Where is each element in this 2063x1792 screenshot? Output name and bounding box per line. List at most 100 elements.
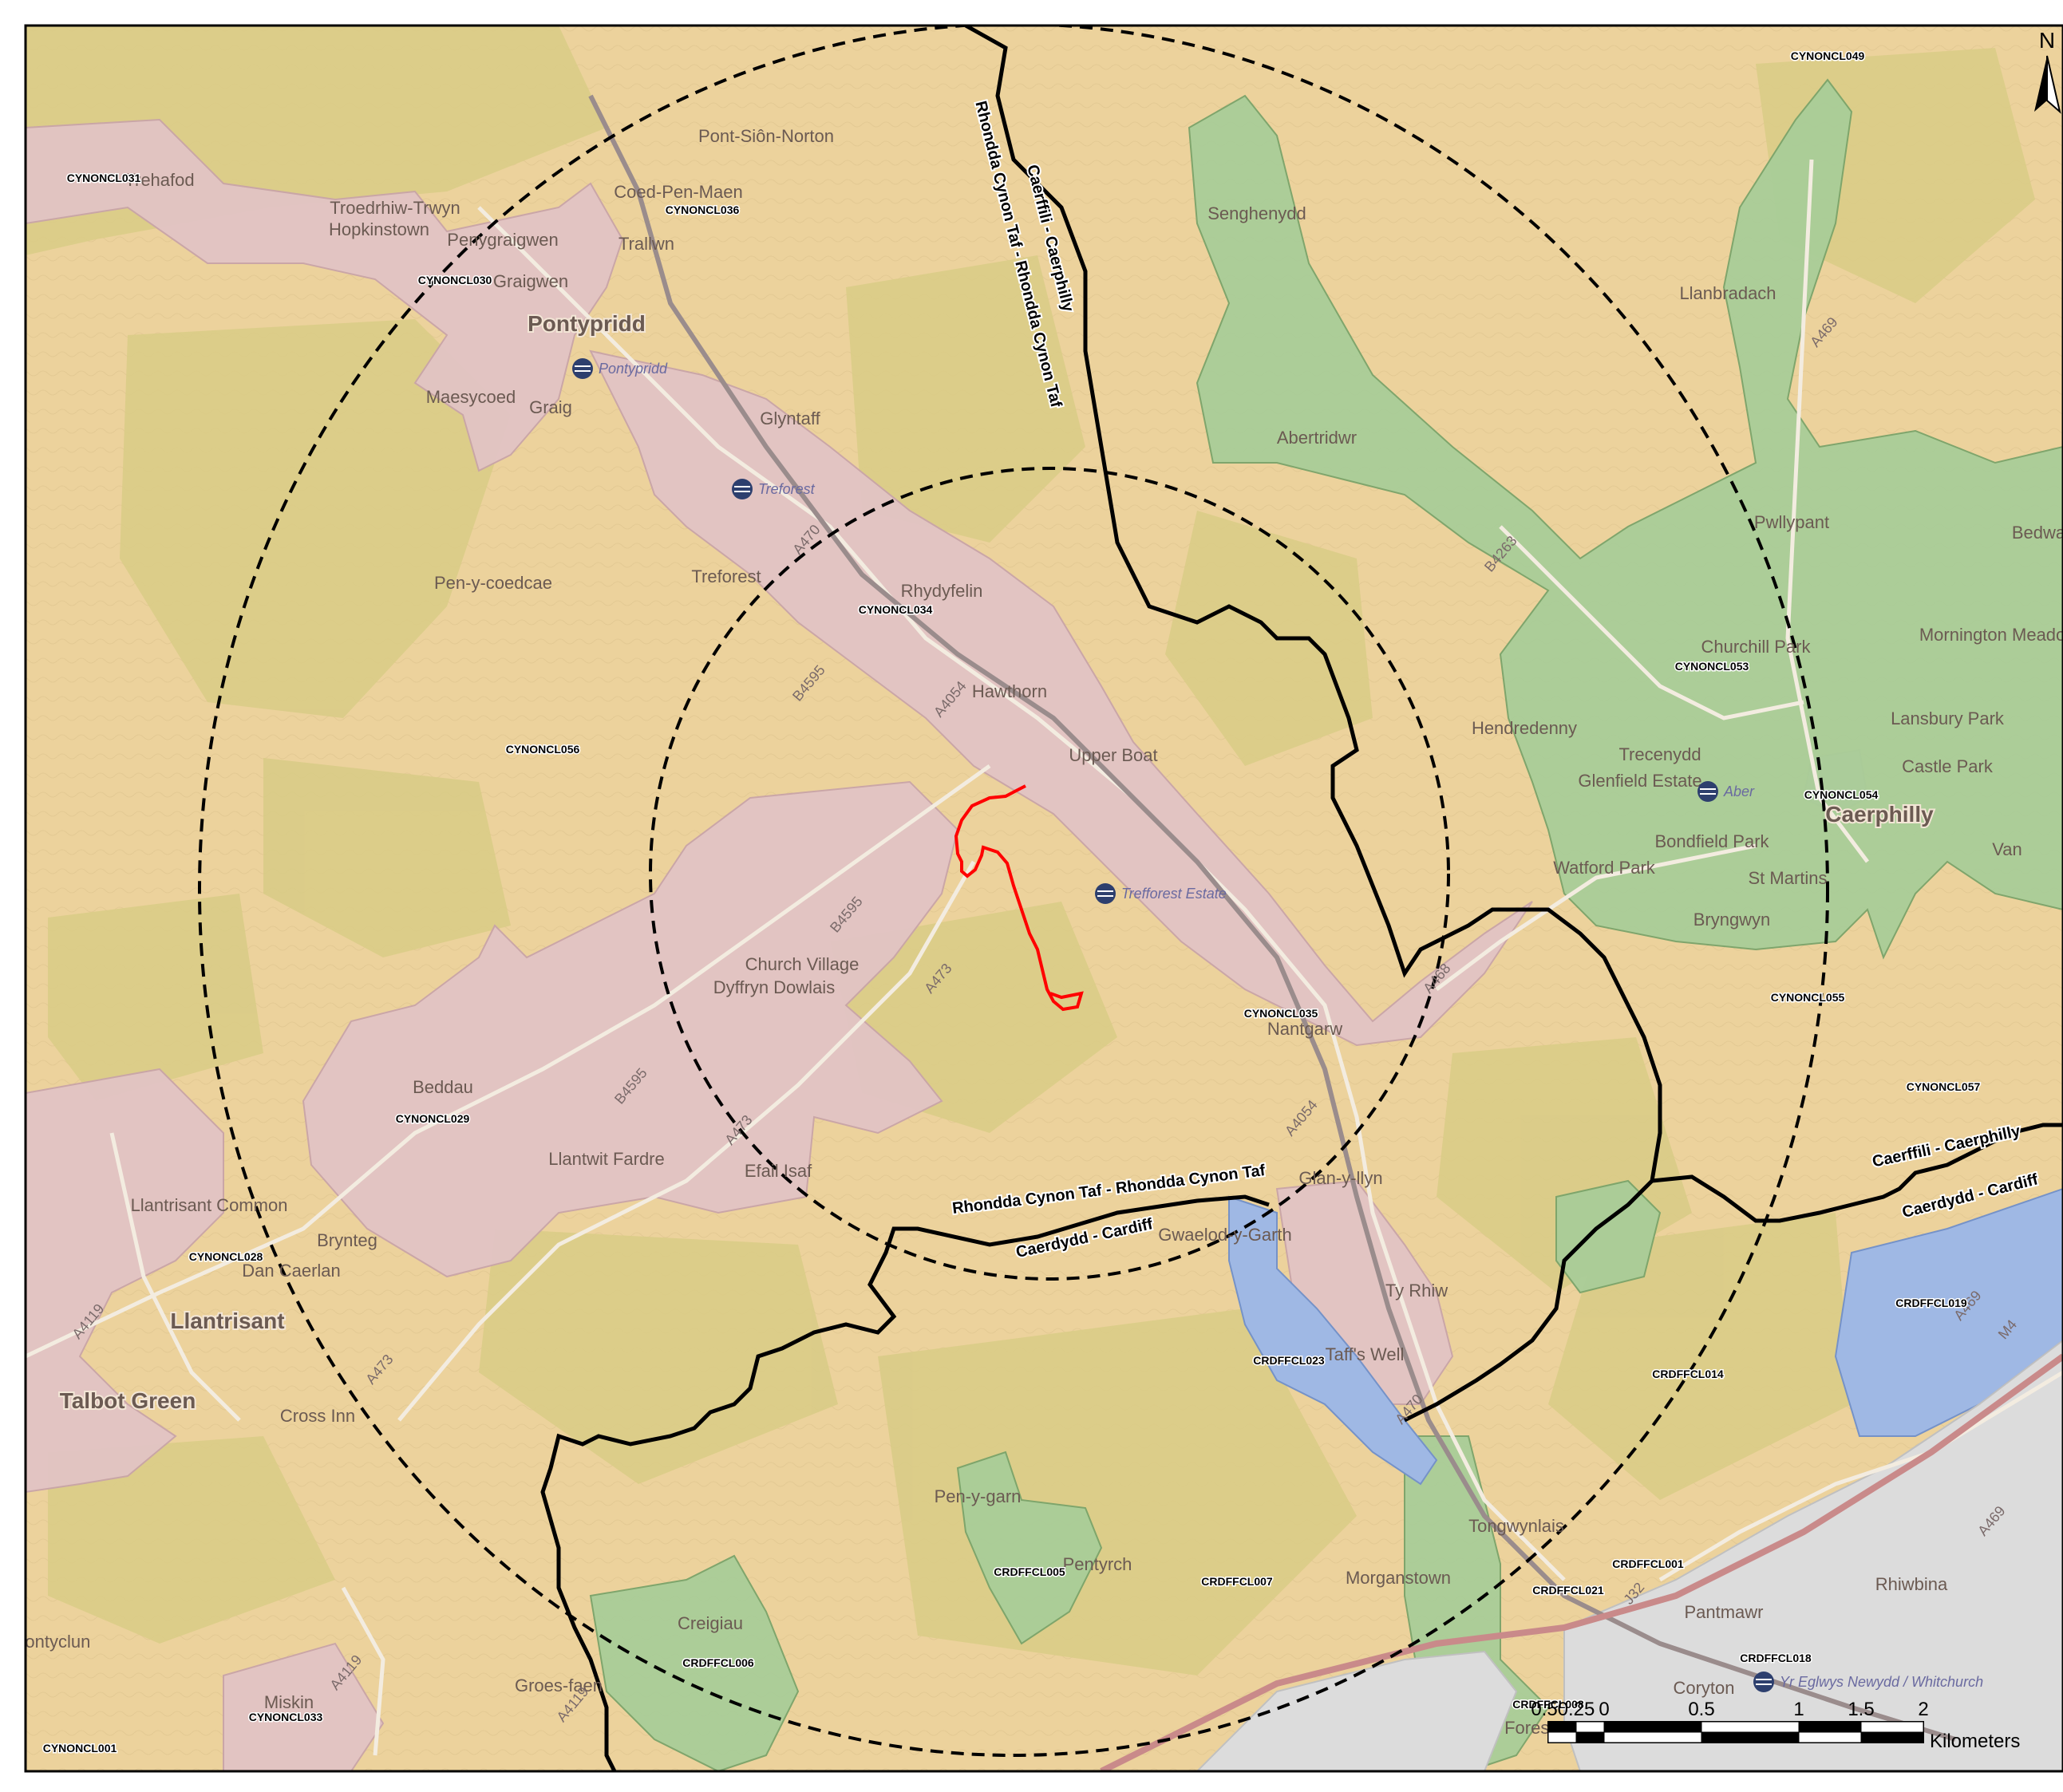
scale-tick-label: 0.5 <box>1531 1699 1557 1720</box>
place-label: Creigiau <box>678 1613 743 1633</box>
place-label: Llantwit Fardre <box>548 1149 665 1169</box>
place-label: Taff's Well <box>1326 1344 1405 1364</box>
lca-code-label: CYNONCL031 <box>67 172 141 184</box>
lca-code-label: CYNONCL028 <box>189 1250 263 1263</box>
scale-tick-label: 0 <box>1599 1699 1609 1720</box>
place-label: Trehafod <box>124 170 194 190</box>
place-label: Trecenydd <box>1618 744 1701 764</box>
lca-code-label: CYNONCL036 <box>666 203 740 216</box>
place-label: Beddau <box>413 1077 473 1097</box>
place-label: Dyffryn Dowlais <box>713 977 835 997</box>
lca-code-label: CYNONCL001 <box>43 1742 117 1755</box>
lca-code-label: CRDFFCL018 <box>1740 1652 1812 1664</box>
place-label: Troedrhiw-Trwyn <box>330 198 460 218</box>
place-label: Penygraigwen <box>447 230 558 250</box>
place-label: Glan-y-llyn <box>1298 1168 1382 1188</box>
place-label: Castle Park <box>1902 756 1994 776</box>
place-label: Coed-Pen-Maen <box>614 182 742 202</box>
lca-code-label: CRDFFCL023 <box>1253 1354 1325 1367</box>
lca-code-label: CRDFFCL006 <box>682 1656 754 1669</box>
place-label: Glyntaff <box>760 409 820 428</box>
lca-code-label: CRDFFCL019 <box>1895 1297 1967 1309</box>
place-label: Glenfield Estate <box>1578 771 1701 791</box>
place-label: Pontyclun <box>14 1632 91 1652</box>
place-label: Watford Park <box>1553 858 1656 878</box>
lca-code-label: CRDFFCL021 <box>1532 1584 1604 1597</box>
place-label: Rhiwbina <box>1875 1574 1948 1594</box>
place-label: Church Village <box>745 954 860 974</box>
train-station-icon <box>1753 1672 1774 1692</box>
place-label: Efail Isaf <box>745 1161 812 1181</box>
lca-code-label: CYNONCL057 <box>1907 1080 1981 1093</box>
town-label: Talbot Green <box>60 1388 196 1413</box>
place-label: Van <box>1992 839 2022 859</box>
place-label: Bondfield Park <box>1654 831 1769 851</box>
place-label: Bryngwyn <box>1693 910 1771 930</box>
place-label: Nantgarw <box>1267 1019 1342 1039</box>
scale-tick-label: 1 <box>1793 1699 1804 1720</box>
station-label: Aber <box>1723 784 1755 799</box>
station-label: Trefforest Estate <box>1121 886 1227 902</box>
place-label: Tongwynlais <box>1468 1516 1564 1536</box>
roads <box>26 159 2063 1756</box>
lca-code-label: CYNONCL035 <box>1244 1007 1318 1020</box>
place-label: Hopkinstown <box>329 219 429 239</box>
place-labels: Pont-Siôn-NortonCoed-Pen-MaenTrallwnTroe… <box>14 126 2063 1738</box>
place-label: Ty Rhiw <box>1385 1281 1448 1301</box>
train-station-icon <box>572 358 593 379</box>
place-label: Hendredenny <box>1472 718 1577 738</box>
scale-tick-label: 0.25 <box>1558 1699 1595 1720</box>
lca-code-label: CRDFFCL005 <box>994 1565 1065 1578</box>
scale-tick-label: 0.5 <box>1688 1699 1714 1720</box>
place-label: Churchill Park <box>1701 637 1812 657</box>
lca-code-label: CYNONCL053 <box>1675 660 1749 673</box>
place-label: Maesycoed <box>426 387 516 407</box>
scale-tick-label: 2 <box>1918 1699 1928 1720</box>
scale-tick-label: 1.5 <box>1848 1699 1874 1720</box>
train-station-icon <box>1697 781 1718 802</box>
lca-code-label: CYNONCL034 <box>859 603 933 616</box>
lca-code-label: CYNONCL056 <box>506 743 580 756</box>
station-marker: Trefforest Estate <box>1095 883 1227 904</box>
north-arrow-icon <box>2034 56 2047 112</box>
place-label: Pont-Siôn-Norton <box>698 126 834 146</box>
place-label: Pantmawr <box>1684 1602 1763 1622</box>
north-arrow-letter: N <box>2039 28 2055 53</box>
landscape-character-area-labels: CYNONCL031CYNONCL036CYNONCL030CYNONCL049… <box>41 49 1982 1756</box>
place-label: Cross Inn <box>280 1406 355 1426</box>
place-label: Dan Caerlan <box>242 1261 341 1281</box>
place-label: Rhydyfelin <box>901 581 983 601</box>
place-label: Senghenydd <box>1207 203 1306 223</box>
place-label: Gwaelod-y-Garth <box>1158 1225 1292 1245</box>
lca-code-label: CYNONCL049 <box>1791 49 1865 62</box>
place-label: Treforest <box>691 566 761 586</box>
site-boundary-red-line <box>954 784 1084 1012</box>
train-station-icon <box>1095 883 1116 904</box>
lca-code-label: CRDFFCL007 <box>1201 1575 1273 1588</box>
town-label: Pontypridd <box>528 311 646 336</box>
place-label: Bedwas <box>2012 523 2063 543</box>
inner-buffer-circle <box>649 467 1450 1281</box>
place-label: Mornington Meadows <box>1919 625 2063 645</box>
station-label: Pontypridd <box>599 361 668 377</box>
map-frame <box>24 24 2063 1773</box>
lca-code-label: CRDFFCL001 <box>1612 1557 1684 1570</box>
town-label: Caerphilly <box>1825 802 1934 827</box>
station-marker: Yr Eglwys Newydd / Whitchurch <box>1753 1672 1983 1692</box>
place-label: Graig <box>529 397 572 417</box>
station-marker: Pontypridd <box>572 358 668 379</box>
place-label: Pwllypant <box>1754 512 1829 532</box>
motorway <box>1100 1353 2063 1771</box>
scale-unit: Kilometers <box>1930 1731 2020 1752</box>
lca-code-label: CYNONCL055 <box>1771 991 1845 1004</box>
lca-code-label: CRDFFCL008 <box>1512 1698 1584 1711</box>
town-label: Llantrisant <box>170 1308 284 1333</box>
lca-code-label: CYNONCL054 <box>1804 788 1879 801</box>
station-marker: Treforest <box>732 479 816 499</box>
woodland-areas <box>26 26 2035 1676</box>
place-label: Graigwen <box>493 271 568 291</box>
